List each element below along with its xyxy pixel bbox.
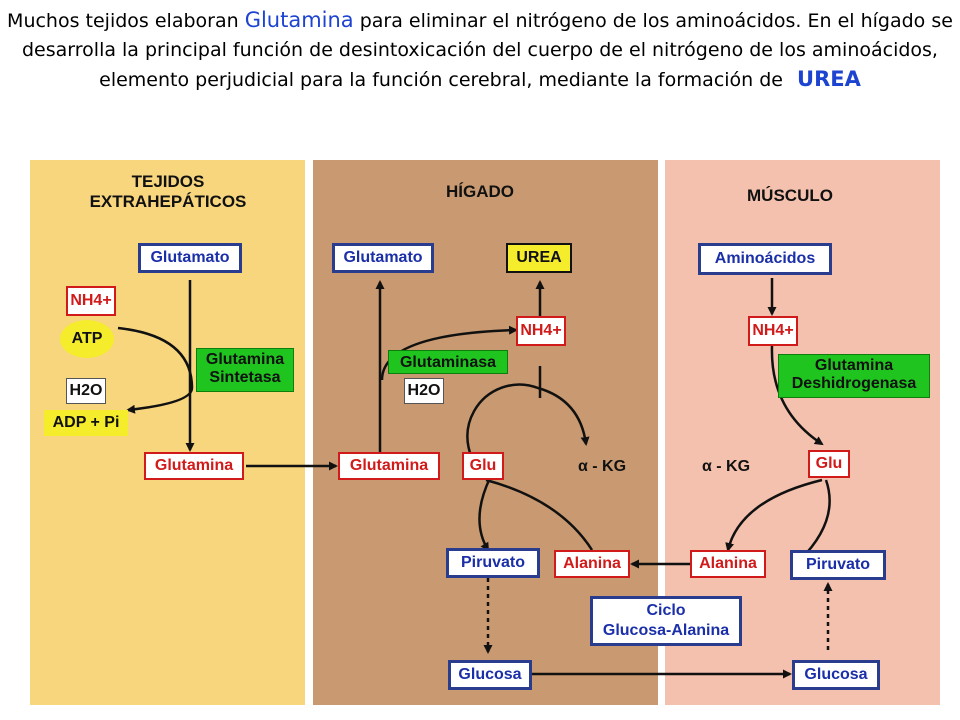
- glutamine-synthetase-enzyme[interactable]: Glutamina Sintetasa: [196, 348, 294, 392]
- muscle-alanina-box[interactable]: Alanina: [690, 550, 766, 578]
- caption-highlight-glutamina: Glutamina: [244, 8, 354, 32]
- liver-alanine-to-glu: [485, 478, 594, 551]
- caption-highlight-urea: UREA: [797, 67, 861, 91]
- liver-nh4-box[interactable]: NH4+: [516, 316, 566, 346]
- glucose-alanine-cycle-label: Ciclo Glucosa-Alanina: [590, 596, 742, 646]
- muscle-glu-box[interactable]: Glu: [808, 450, 850, 478]
- extra-glutamato-box[interactable]: Glutamato: [138, 243, 242, 273]
- extra-glutamina-box[interactable]: Glutamina: [144, 452, 244, 480]
- urea-box[interactable]: UREA: [506, 243, 572, 273]
- curve-glutamine-synthetase: [117, 326, 194, 414]
- liver-glu-box[interactable]: Glu: [462, 452, 504, 480]
- glutamate-dehydrogenase-enzyme[interactable]: Glutamina Deshidrogenasa: [778, 354, 930, 398]
- liver-glutamato-box[interactable]: Glutamato: [332, 243, 434, 273]
- muscle-glu-to-alanina: [799, 479, 831, 561]
- curve-glutaminase: [380, 325, 518, 381]
- caption: Muchos tejidos elaboran Glutamina para e…: [0, 6, 960, 95]
- caption-text-2: para eliminar el nitrógeno de los aminoá…: [22, 10, 953, 91]
- liver-glutamina-box[interactable]: Glutamina: [338, 452, 440, 480]
- liver-piruvato-box[interactable]: Piruvato: [446, 548, 540, 578]
- liver-h2o-box[interactable]: H2O: [404, 378, 444, 404]
- muscle-cycle-lower: [725, 478, 823, 552]
- muscle-title: MÚSCULO: [747, 186, 833, 205]
- liver-title: HÍGADO: [446, 182, 514, 201]
- liver-glu-akg-cycle: [466, 383, 590, 479]
- extra-nh4-box[interactable]: NH4+: [66, 286, 116, 316]
- muscle-piruvato-box[interactable]: Piruvato: [790, 550, 886, 580]
- extrahepatic-title: TEJIDOS EXTRAHEPÁTICOS: [68, 172, 268, 212]
- glutaminase-enzyme[interactable]: Glutaminasa: [388, 350, 508, 374]
- extra-h2o-box[interactable]: H2O: [66, 378, 106, 404]
- adp-pi-label: ADP + Pi: [44, 410, 128, 436]
- atp-label: ATP: [60, 320, 114, 358]
- liver-akg-label: α - KG: [577, 458, 627, 475]
- caption-text-1: Muchos tejidos elaboran: [7, 10, 245, 32]
- muscle-akg-label: α - KG: [701, 458, 751, 475]
- aminoacidos-box[interactable]: Aminoácidos: [698, 243, 832, 275]
- muscle-glucosa-box[interactable]: Glucosa: [792, 660, 880, 690]
- liver-cycle-lower: [478, 477, 492, 552]
- curve-glutamate-dehydrogenase: [770, 345, 824, 446]
- muscle-nh4-box[interactable]: NH4+: [748, 316, 798, 346]
- liver-alanina-box[interactable]: Alanina: [554, 550, 630, 578]
- liver-glucosa-box[interactable]: Glucosa: [448, 660, 532, 690]
- extrahepatic-title-text: TEJIDOS EXTRAHEPÁTICOS: [89, 172, 247, 211]
